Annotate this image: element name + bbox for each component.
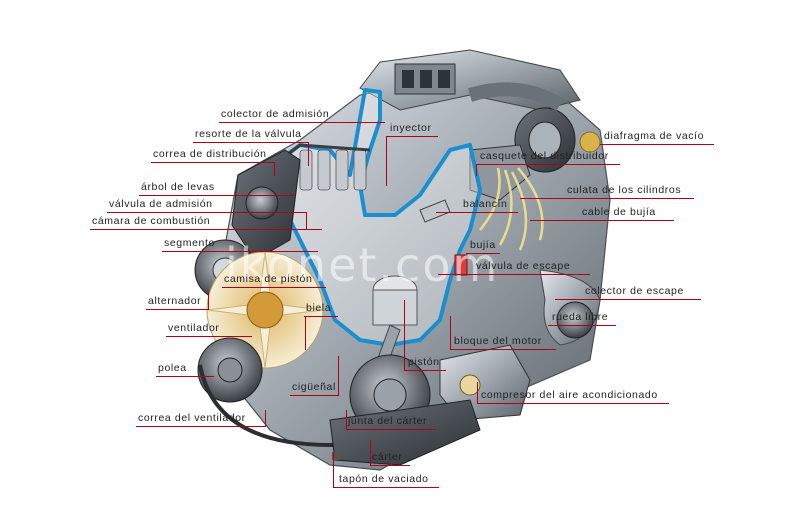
valve-springs: [299, 149, 367, 191]
label-biela: biela: [306, 302, 332, 314]
label-correa-distribucion: correa de distribución: [153, 148, 267, 160]
label-casquete-distribuidor: casquete del distribuidor: [480, 150, 609, 162]
leader-correa-ventilador: [136, 426, 266, 427]
label-compresor-aire: compresor del aire acondicionado: [481, 389, 658, 401]
leader-arbol-levas: [139, 195, 295, 196]
leader-tapon-vaciado: [333, 487, 439, 488]
label-valvula-escape: válvula de escape: [476, 260, 571, 272]
label-cable-bujia: cable de bujía: [582, 206, 656, 218]
leader-resorte-valvula: [193, 142, 309, 143]
label-camisa-piston: camisa de pistón: [224, 273, 313, 285]
leader-carter: [370, 465, 410, 466]
label-correa-ventilador: correa del ventilador: [138, 412, 246, 424]
leader-valvula-escape: [438, 274, 590, 275]
label-polea: polea: [158, 362, 187, 374]
label-arbol-levas: árbol de levas: [141, 181, 215, 193]
label-carter: cárter: [372, 451, 403, 463]
label-rueda-libre: rueda libre: [552, 311, 609, 323]
label-inyector: inyector: [390, 122, 432, 134]
leader-camara-combustion: [90, 229, 322, 230]
leader-casquete-distribuidor: [476, 164, 620, 165]
leader-balancin: [436, 212, 518, 213]
leader-compresor-aire: [477, 403, 669, 404]
label-piston: pistón: [408, 356, 440, 368]
leader-segmento: [162, 251, 318, 252]
label-segmento: segmento: [164, 237, 215, 249]
leader-colector-admision: [219, 122, 385, 123]
label-bloque-motor: bloque del motor: [454, 335, 542, 347]
label-alternador: alternador: [148, 295, 202, 307]
label-bujia: bujía: [470, 239, 496, 251]
watermark: ikonet.com: [225, 238, 500, 292]
leader-colector-escape: [555, 299, 701, 300]
leader-camisa-piston: [222, 287, 326, 288]
leader-biela: [304, 316, 338, 317]
leader-polea: [156, 376, 214, 377]
label-resorte-valvula: resorte de la válvula: [195, 128, 302, 140]
leader-junta-carter: [346, 429, 436, 430]
leader-culata-cilindros: [520, 198, 694, 199]
label-camara-combustion: cámara de combustión: [92, 215, 211, 227]
leader-valvula-admision: [107, 212, 307, 213]
leader-alternador: [146, 309, 208, 310]
leader-diafragma-vacio: [600, 144, 714, 145]
label-junta-carter: junta del cárter: [348, 415, 428, 427]
leader-bloque-motor: [450, 349, 556, 350]
leader-piston: [404, 370, 446, 371]
label-valvula-admision: válvula de admisión: [109, 198, 213, 210]
label-balancin: balancín: [463, 198, 508, 210]
label-cigueñal: cigüeñal: [292, 381, 336, 393]
label-culata-cilindros: culata de los cilindros: [567, 184, 682, 196]
leader-rueda-libre: [548, 325, 616, 326]
leader-cigueñal: [290, 395, 338, 396]
label-tapon-vaciado: tapón de vaciado: [339, 473, 429, 485]
leader-inyector: [386, 136, 438, 137]
label-diafragma-vacio: diafragma de vacío: [604, 130, 705, 142]
label-ventilador: ventilador: [168, 322, 220, 334]
leader-bujia: [466, 253, 500, 254]
label-colector-admision: colector de admisión: [221, 108, 330, 120]
leader-cable-bujia: [530, 220, 674, 221]
label-colector-escape: colector de escape: [585, 285, 684, 297]
leader-ventilador: [166, 336, 252, 337]
leader-correa-distribucion: [151, 162, 275, 163]
